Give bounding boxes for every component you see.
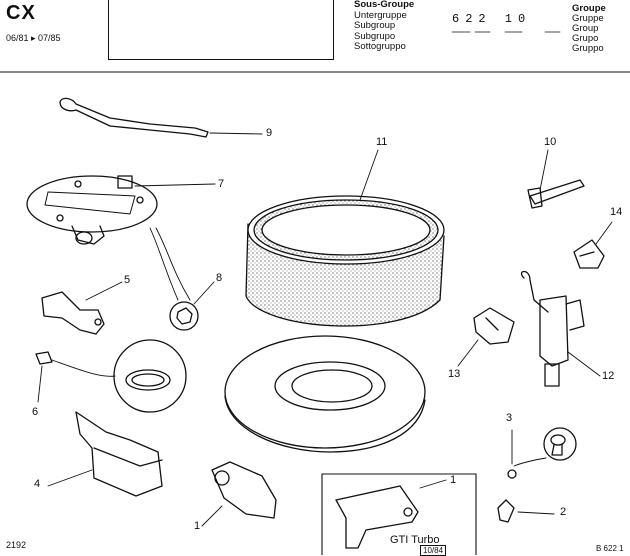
callout-1: 1: [194, 520, 201, 532]
bracket-13-part: [457, 307, 515, 367]
page-reference: B 622 1: [596, 544, 624, 553]
nut-part: [169, 281, 215, 331]
subgroup-label-fr: Sous-Groupe: [354, 0, 415, 10]
callout-4: 4: [34, 478, 41, 490]
jack-part: [520, 270, 601, 387]
support-tray-4-part: [47, 411, 163, 497]
callout-8: 8: [216, 272, 223, 284]
group-labels: Groupe Gruppe Group Grupo Gruppo: [572, 4, 606, 54]
callout-5: 5: [124, 274, 131, 286]
bolt-3-part: [507, 427, 577, 479]
callout-9: 9: [266, 127, 273, 139]
bracket-1-part: [201, 461, 277, 527]
subgroup-labels: Sous-Groupe Untergruppe Subgroup Subgrup…: [354, 0, 414, 53]
inset-date: 10/84: [420, 545, 447, 556]
header-box: [108, 0, 334, 60]
group-label-en: Group: [572, 23, 599, 34]
callout-3: 3: [506, 412, 513, 424]
date-range: 06/81 ▸ 07/85: [6, 33, 61, 43]
group-label-fr: Groupe: [572, 3, 606, 14]
group-label-es: Grupo: [572, 33, 599, 44]
group-label-it: Gruppo: [572, 43, 604, 54]
plate-number: 2192: [6, 540, 27, 550]
callout-6: 6: [32, 406, 39, 418]
subgroup-code: 622 10: [452, 12, 532, 26]
gti-turbo-inset: [321, 473, 477, 555]
inset-label: GTI Turbo: [390, 534, 440, 546]
subgroup-label-de: Untergruppe: [354, 9, 407, 21]
clip-14-part: [573, 221, 613, 269]
clip-6-part: [35, 339, 187, 413]
callout-13: 13: [448, 368, 461, 380]
subgroup-label-en: Subgroup: [354, 20, 396, 31]
callout-2: 2: [560, 506, 567, 518]
group-label-de: Gruppe: [572, 13, 604, 24]
pin-10-part: [527, 149, 585, 209]
callout-14: 14: [610, 206, 623, 218]
bracket-5-part: [41, 281, 123, 335]
jack-handle-part: [59, 97, 263, 138]
wheel-carrier-plate-part: [26, 175, 216, 301]
callout-7: 7: [218, 178, 225, 190]
callout-11: 11: [376, 136, 388, 148]
wheel-cover-part: [245, 149, 445, 327]
spare-tire-part: [224, 335, 426, 453]
clip-2-part: [497, 499, 555, 523]
callout-10: 10: [544, 136, 557, 148]
subgroup-label-es: Subgrupo: [354, 30, 396, 42]
model-name: CX: [6, 2, 36, 24]
callout-inset-1: 1: [450, 474, 457, 486]
callout-12: 12: [602, 370, 615, 382]
subgroup-label-it: Sottogruppo: [354, 41, 406, 52]
